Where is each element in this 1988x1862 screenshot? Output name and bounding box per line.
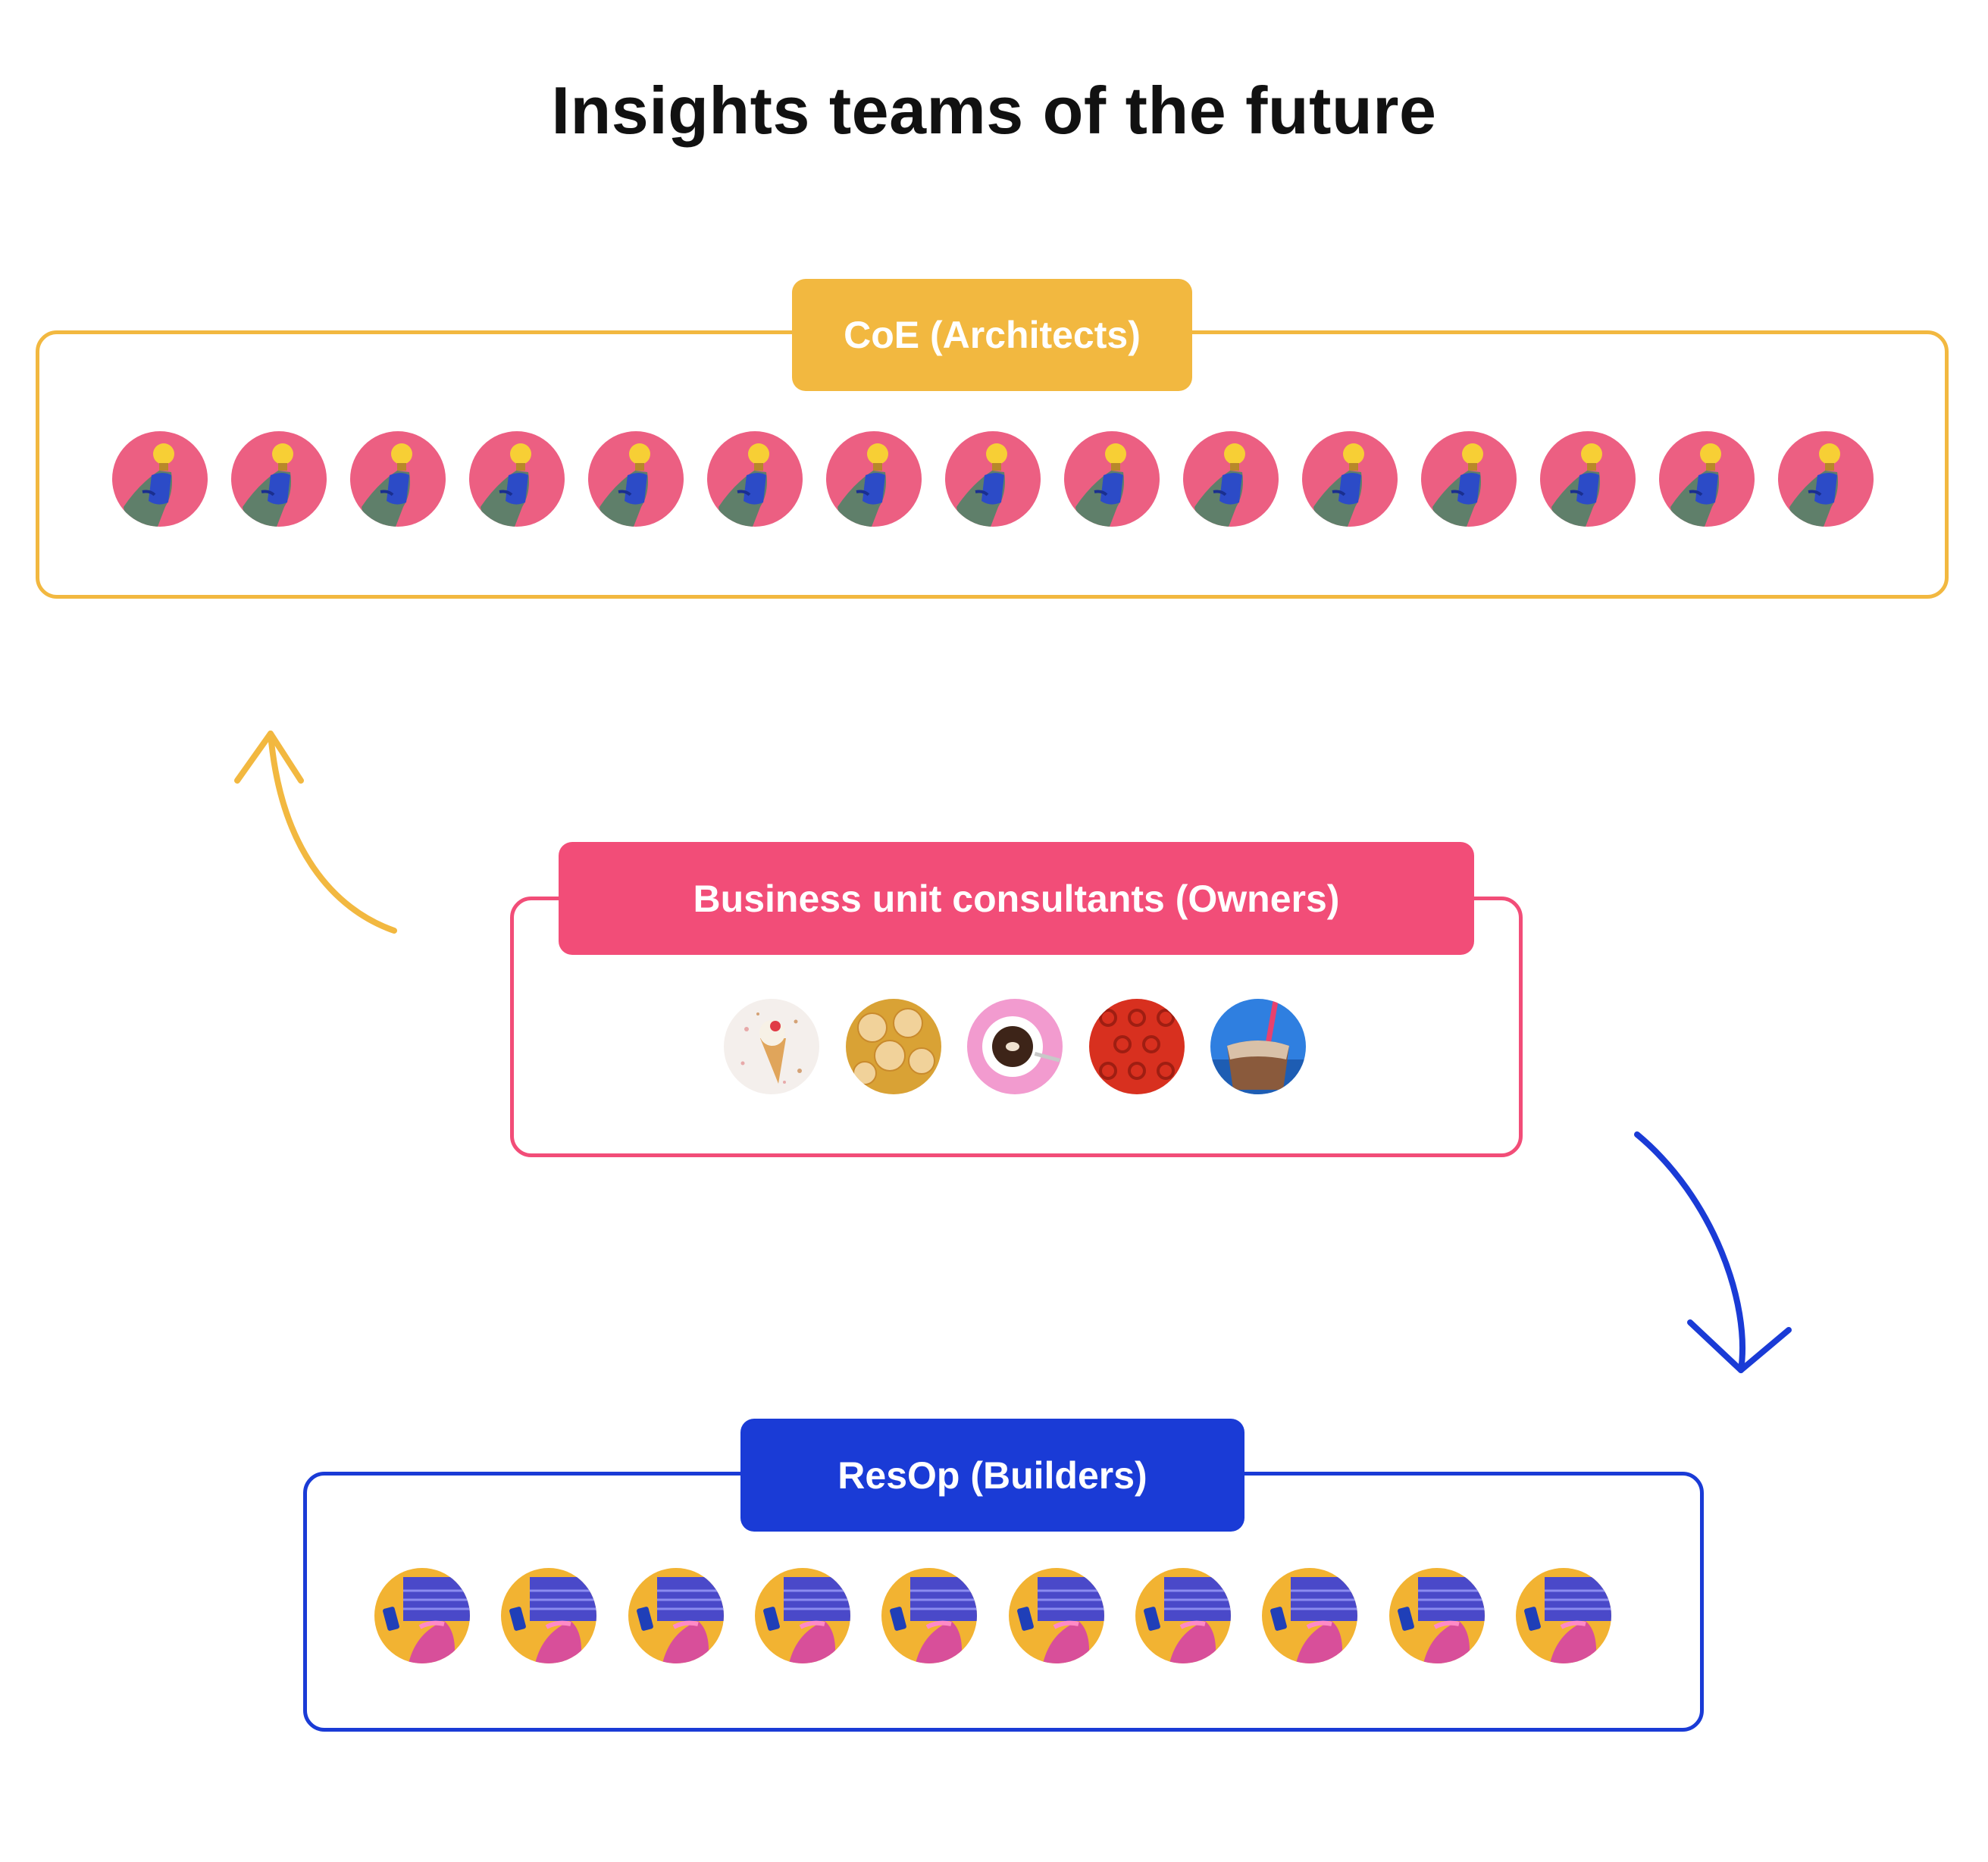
laptop-hands-avatar <box>1388 1568 1485 1663</box>
lightbulb-hand-avatar <box>1659 431 1755 527</box>
ice-cream-cone-avatar <box>724 999 819 1094</box>
laptop-hands-avatar <box>881 1568 978 1663</box>
coffee-cup-avatar <box>967 999 1063 1094</box>
laptop-hands-avatar <box>1135 1568 1231 1663</box>
coe-group-label: CoE (Architects) <box>792 279 1192 391</box>
lightbulb-hand-avatar <box>112 431 208 527</box>
lightbulb-hand-avatar <box>1778 431 1874 527</box>
pretzels-avatar <box>1088 999 1185 1094</box>
resop-avatar-row <box>374 1568 1611 1663</box>
business-unit-avatar-row <box>724 999 1306 1094</box>
lightbulb-hand-avatar <box>707 431 803 527</box>
lightbulb-hand-avatar <box>588 431 684 527</box>
lightbulb-hand-avatar <box>1421 431 1517 527</box>
coe-avatar-row <box>112 431 1874 527</box>
laptop-hands-avatar <box>754 1568 850 1663</box>
laptop-hands-avatar <box>1008 1568 1104 1663</box>
page-title: Insights teams of the future <box>551 73 1437 148</box>
lightbulb-hand-avatar <box>1183 431 1279 527</box>
resop-group-label: ResOp (Builders) <box>740 1419 1244 1532</box>
iced-drink-avatar <box>1210 999 1306 1094</box>
arrow-to-coe-icon <box>234 731 397 934</box>
lightbulb-hand-avatar <box>945 431 1041 527</box>
lightbulb-hand-avatar <box>826 431 922 527</box>
arrow-to-resop-icon <box>1634 1131 1792 1373</box>
lightbulb-hand-avatar <box>350 431 446 527</box>
laptop-hands-avatar <box>501 1568 597 1663</box>
lightbulb-hand-avatar <box>231 431 327 527</box>
crackers-avatar <box>845 999 941 1094</box>
lightbulb-hand-avatar <box>1302 431 1398 527</box>
laptop-hands-avatar <box>1515 1568 1611 1663</box>
lightbulb-hand-avatar <box>469 431 565 527</box>
laptop-hands-avatar <box>1262 1568 1358 1663</box>
lightbulb-hand-avatar <box>1540 431 1636 527</box>
business-unit-group-label: Business unit consultants (Owners) <box>559 842 1474 955</box>
laptop-hands-avatar <box>628 1568 724 1663</box>
lightbulb-hand-avatar <box>1064 431 1160 527</box>
laptop-hands-avatar <box>374 1568 470 1663</box>
